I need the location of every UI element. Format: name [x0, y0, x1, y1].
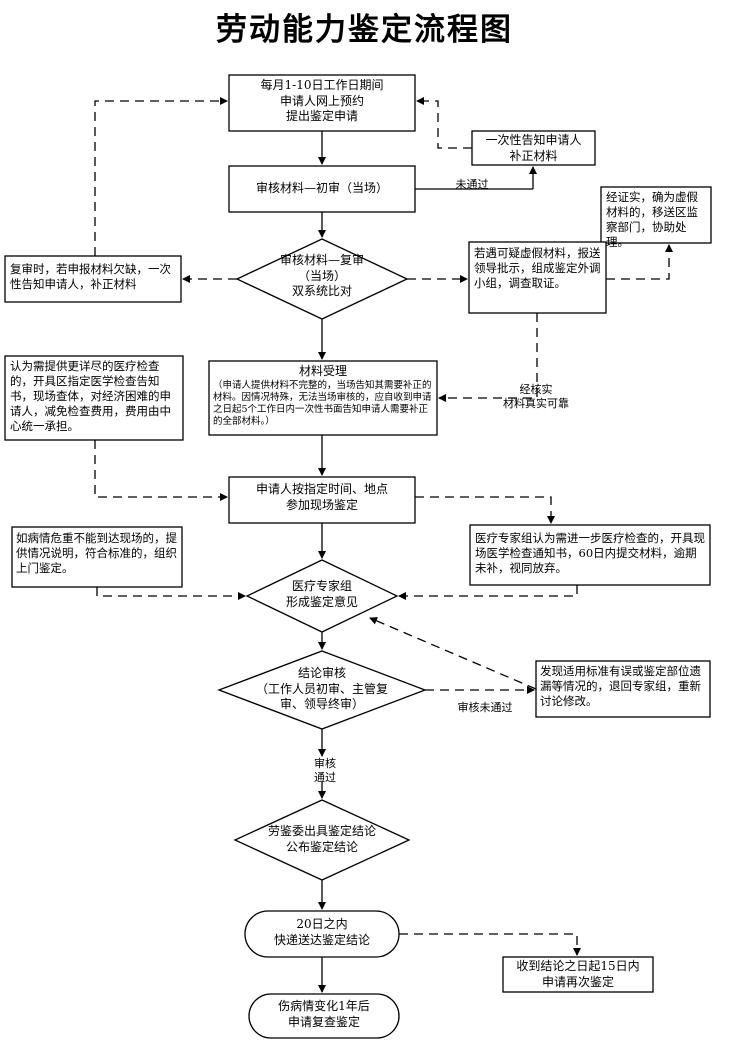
return-expert-box: [535, 660, 711, 718]
need-exam-text: 认为需提供更详尽的医疗检查的，开具区指定医学检查告知书，现场查体，对经济困难的申…: [10, 359, 171, 433]
expert-exam-box: [469, 524, 711, 586]
recheck-missing-text: 复审时，若申报材料欠缺，一次性告知申请人，补正材料: [10, 262, 171, 291]
first-review-text: 审核材料—初审（当场）: [255, 181, 388, 195]
first-review-box: [228, 165, 416, 213]
onsite-text: 申请人按指定时间、地点 参加现场鉴定: [255, 482, 388, 512]
home-visit-box: [11, 526, 183, 588]
reapply-box: [502, 956, 654, 993]
expert-exam-text: 医疗专家组认为需进一步医疗检查的，开具现场医学检查通知书，60日内提交材料，逾期…: [475, 531, 705, 575]
return-expert-text: 发现适用标准有误或鉴定部位遗漏等情况的，退回专家组，重新讨论修改。: [540, 664, 701, 708]
apply-box: [228, 74, 416, 132]
review-passed-label: 审核 通过: [314, 757, 336, 785]
proven-box: [600, 186, 712, 244]
need-exam-box: [4, 355, 184, 441]
not-passed-label: 未通过: [455, 178, 489, 191]
onsite-box: [228, 476, 416, 524]
suspect-fake-text: 若遇可疑虚假材料，报送领导批示，组成鉴定外调小组，调查取证。: [474, 246, 601, 290]
material-box: [208, 360, 438, 436]
notify-once-box: [471, 130, 596, 166]
review-failed-label: 审核未通过: [457, 701, 513, 714]
notify-once-text: 一次性告知申请人 补正材料: [485, 133, 582, 163]
verified-label: 经核实 材料真实可靠: [503, 383, 569, 411]
recheck-text: 伤病情变化1年后 申请复查鉴定: [278, 999, 370, 1029]
home-visit-text: 如病情危重不能到达现场的，提供情况说明，符合标准的，组织上门鉴定。: [16, 531, 177, 575]
suspect-fake-box: [468, 241, 607, 314]
conclusion-review-text: 结论审核 （工作人员初审、主管复 审、领导终审）: [255, 666, 388, 712]
deliver-text: 20日之内 快递送达鉴定结论: [273, 917, 370, 947]
reapply-text: 收到结论之日起15日内 申请再次鉴定: [516, 959, 640, 989]
material-note: （申请人提供材料不完整的，当场告知其需要补正的材料。因情况特殊，无法当场审核的，…: [213, 380, 432, 427]
recheck-terminal: [248, 993, 400, 1039]
expert-opinion-text: 医疗专家组 形成鉴定意见: [285, 579, 358, 609]
apply-text: 每月1-10日工作日期间 申请人网上预约 提出鉴定申请: [260, 78, 384, 124]
second-review-text: 审核材料—复审 （当场） 双系统比对: [279, 253, 364, 299]
recheck-missing-box: [4, 255, 182, 303]
material-title: 材料受理: [298, 364, 347, 378]
page-title: 劳动能力鉴定流程图: [216, 12, 513, 48]
committee-text: 劳鉴委出具鉴定结论 公布鉴定结论: [267, 824, 376, 854]
proven-text: 经证实，确为虚假材料的，移送区监察部门，协助处理。: [606, 190, 698, 249]
